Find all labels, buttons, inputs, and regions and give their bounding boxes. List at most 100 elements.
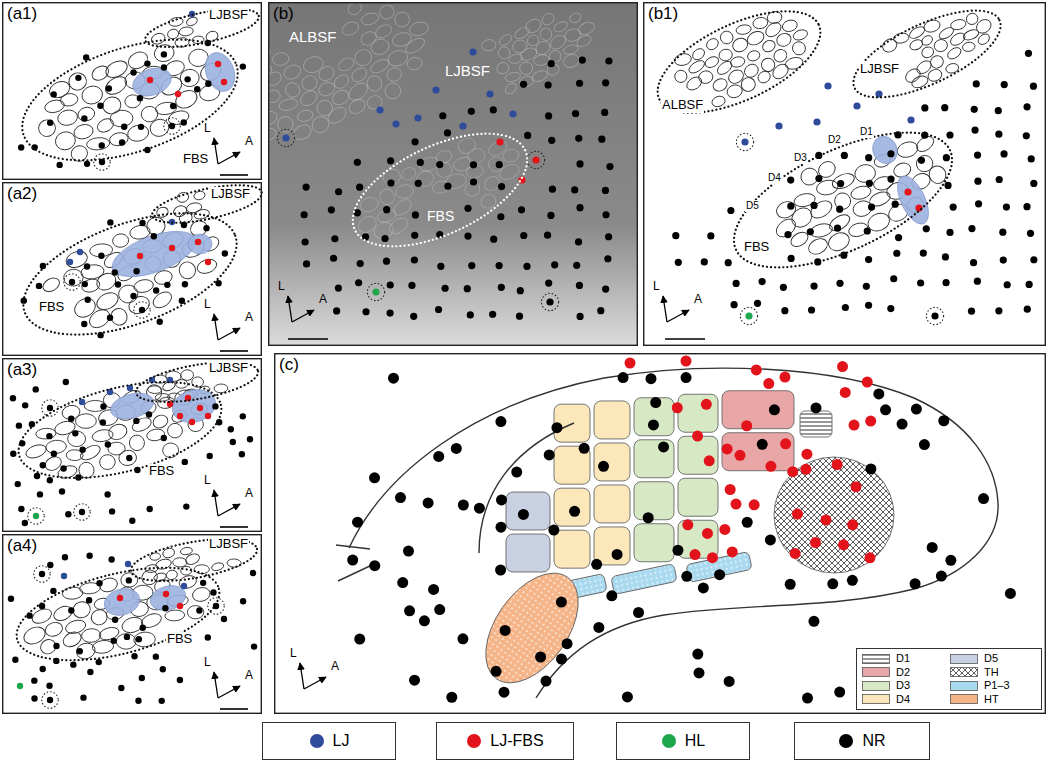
barrel-field-region: ALBSF <box>651 24 827 100</box>
recording-site <box>433 451 444 462</box>
recording-site <box>335 188 342 195</box>
recording-site <box>161 64 167 70</box>
barrel-cell <box>497 32 513 47</box>
face-outline <box>338 565 372 581</box>
recording-site <box>692 649 703 660</box>
recording-site <box>51 451 57 457</box>
recording-site <box>781 307 788 314</box>
recording-site <box>927 542 938 553</box>
recording-site <box>893 250 900 257</box>
barrel-cell <box>495 61 511 76</box>
recording-site <box>205 259 211 265</box>
recording-site <box>212 403 218 409</box>
barrel-cell <box>920 34 934 47</box>
barrel-cell <box>365 73 385 93</box>
recording-site <box>601 109 608 116</box>
recording-site <box>129 517 135 523</box>
barrel-cell <box>403 35 427 56</box>
barrel-cell <box>704 36 720 52</box>
panel-art <box>274 353 1046 714</box>
legend-entry: HL <box>616 722 750 760</box>
barrel-cell <box>43 454 64 473</box>
recording-site <box>834 225 841 232</box>
recording-site <box>355 279 362 286</box>
recording-site <box>436 161 443 168</box>
barrel-cell <box>148 117 172 139</box>
barrel-cell <box>332 72 352 91</box>
recording-site <box>489 311 496 318</box>
barrel-cell <box>568 11 583 25</box>
barrel-cell <box>112 233 130 248</box>
region-name: FBS <box>182 152 209 167</box>
recording-site <box>362 233 369 240</box>
barrel-cell <box>99 454 117 471</box>
recording-site <box>547 212 554 219</box>
recording-site <box>153 287 159 293</box>
recording-site <box>247 436 253 442</box>
axis-arrow <box>214 490 218 516</box>
recording-site <box>354 209 361 216</box>
recording-site <box>1023 203 1030 210</box>
panel-label: (c) <box>278 355 300 375</box>
recording-site <box>119 139 125 145</box>
recording-site <box>392 120 399 127</box>
panel-frame <box>644 3 1046 346</box>
recording-site <box>675 259 682 266</box>
region-border <box>725 150 961 250</box>
recording-site <box>434 604 445 615</box>
recording-site <box>22 402 28 408</box>
barrel-cell <box>387 215 411 237</box>
barrel-cell <box>711 95 727 109</box>
barrel-cell <box>177 259 199 281</box>
recording-site <box>490 236 497 243</box>
whisker-row-area <box>594 527 630 565</box>
barrel-cell <box>275 114 297 136</box>
recording-site <box>810 202 817 209</box>
recording-site <box>357 260 364 267</box>
recording-site <box>950 203 957 210</box>
barrel-cell <box>746 49 761 62</box>
whisker-row-area <box>634 398 674 436</box>
recording-site <box>576 204 583 211</box>
barrel-cell <box>739 76 757 94</box>
barrel-cell <box>872 175 894 192</box>
site-ring <box>527 151 544 168</box>
recording-site <box>780 438 791 449</box>
recording-site <box>347 554 358 565</box>
recording-site <box>65 511 71 517</box>
recording-site <box>240 413 246 419</box>
recording-site <box>847 575 858 586</box>
recording-site <box>864 552 875 563</box>
barrel-cell <box>945 62 960 74</box>
recording-site <box>139 307 145 313</box>
scale-bar <box>220 708 248 710</box>
recording-site <box>12 657 18 663</box>
recording-site <box>97 103 103 109</box>
recording-site <box>153 653 159 659</box>
recording-site <box>356 184 363 191</box>
recording-site <box>895 234 902 241</box>
recording-site <box>62 554 68 560</box>
recording-site <box>333 307 340 314</box>
recording-site <box>144 60 150 66</box>
barrel-cell <box>89 63 111 83</box>
recording-site <box>1000 150 1007 157</box>
barrel-cell <box>690 46 706 62</box>
recording-site <box>807 228 814 235</box>
barrel-cell <box>512 39 528 54</box>
barrel-cell <box>336 55 356 73</box>
recording-site <box>79 446 85 452</box>
recording-site <box>868 203 875 210</box>
recording-site <box>801 449 812 460</box>
barrel-cell <box>434 160 454 180</box>
barrel-cell <box>68 431 86 447</box>
recording-site <box>672 232 679 239</box>
recording-site <box>105 441 111 447</box>
recording-site <box>907 116 914 123</box>
recording-site <box>104 491 110 497</box>
recording-site <box>849 420 860 431</box>
recording-site <box>968 308 975 315</box>
area-label: D3 <box>793 152 808 164</box>
area-label: D4 <box>767 172 782 184</box>
recording-site <box>200 580 206 586</box>
